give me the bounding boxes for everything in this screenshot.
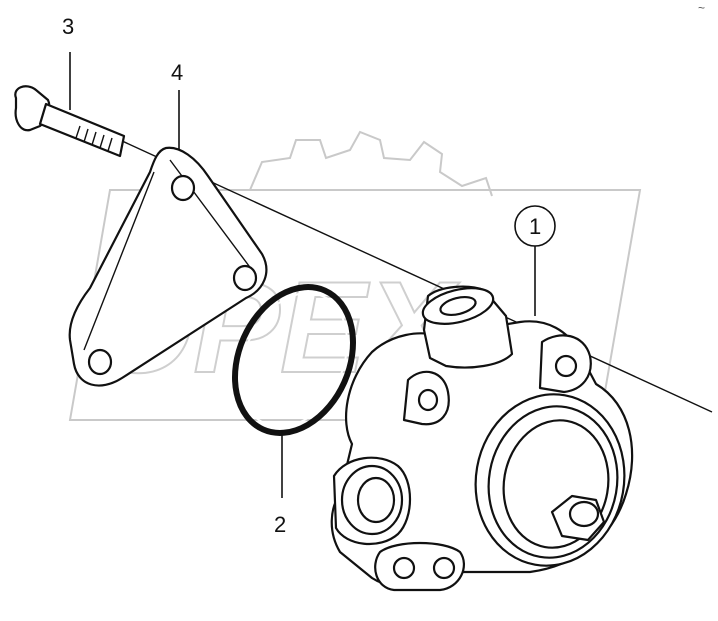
callout-4: 4 <box>171 60 183 85</box>
drive-shaft-end <box>568 500 600 528</box>
bolt-thread <box>75 125 113 152</box>
part-4-cover-plate <box>68 146 268 387</box>
cover-hole-right <box>232 264 258 292</box>
corner-mark: ~ <box>698 1 705 15</box>
right-ear-hole <box>554 354 578 378</box>
cover-plate-body <box>68 146 268 387</box>
left-ear-hole <box>417 388 439 412</box>
cover-hole-bottom <box>87 348 113 376</box>
cover-hole-top <box>170 174 196 202</box>
bottom-ear-hole-right <box>432 556 456 580</box>
o-ring-inner <box>239 292 349 428</box>
side-port-inner <box>356 476 396 524</box>
part-2-o-ring <box>232 284 356 436</box>
callout-1: 1 <box>529 214 541 239</box>
watermark-gear-outline <box>249 130 493 197</box>
assembly-axis-line <box>119 139 713 413</box>
bolt-shank <box>38 102 126 158</box>
callout-3: 3 <box>62 14 74 39</box>
part-3-bolt <box>14 85 126 158</box>
part-1-pump-housing <box>330 285 634 592</box>
top-port-inner <box>439 295 477 317</box>
o-ring-outer <box>232 284 356 436</box>
bottom-ear-hole-left <box>392 556 416 580</box>
callout-2: 2 <box>274 512 286 537</box>
callout-1-circle <box>514 205 556 247</box>
